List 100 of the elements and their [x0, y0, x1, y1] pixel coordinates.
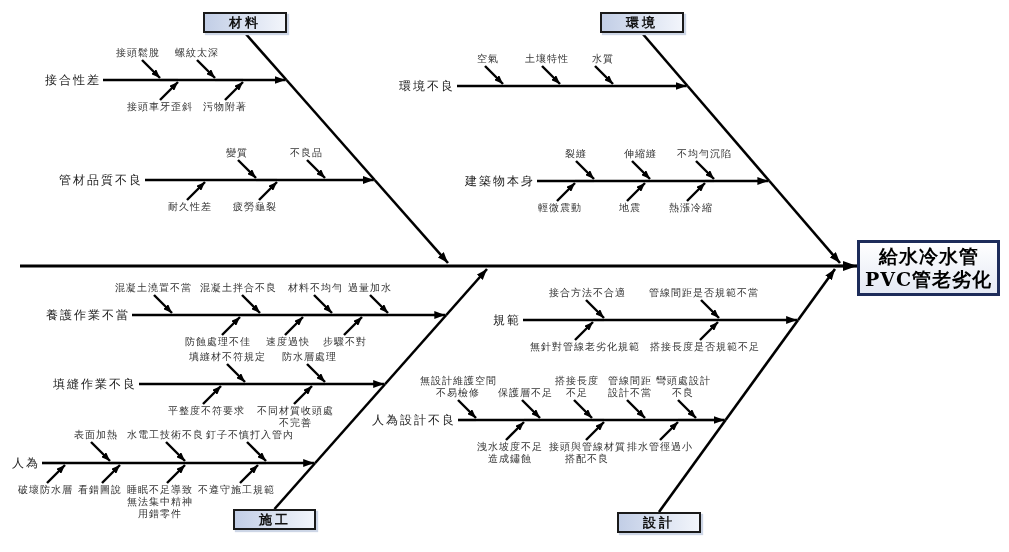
sub-cause-label: 接頭車牙歪斜: [127, 101, 193, 113]
branch-line: [650, 179, 705, 183]
arrow: [306, 159, 326, 179]
branch-arrow: [325, 380, 385, 388]
branch-arrow: [388, 311, 446, 319]
arrow: [241, 294, 261, 314]
branch-line: [718, 318, 719, 322]
sub-cause-label: 不同材質收頭處不完善: [255, 405, 335, 429]
arrow: [457, 399, 477, 419]
cause-label: 管材品質不良: [59, 173, 143, 187]
arrow: [541, 65, 561, 85]
bone-arrow: [797, 268, 837, 321]
sub-cause-label: 熱漲冷縮: [669, 202, 713, 214]
arrow: [90, 441, 111, 462]
branch-line: [575, 179, 594, 183]
cause-label: 環境不良: [399, 79, 455, 93]
sub-cause-label: 無設計維護空間不易檢修: [418, 375, 498, 399]
branch-arrow: [613, 82, 687, 90]
arrow: [226, 363, 246, 383]
sub-cause-label: 變質: [226, 147, 248, 159]
arrow: [521, 399, 541, 419]
branch-line: [458, 418, 476, 422]
sub-cause-label: 速度過快: [266, 336, 310, 348]
spine-line: [835, 264, 840, 268]
sub-cause-label: 輕微震動: [538, 202, 582, 214]
sub-cause-label: 搭接長度是否規範不足: [650, 341, 760, 353]
sub-cause-label: 無針對管線老劣化規範: [530, 341, 640, 353]
branch-line: [245, 382, 312, 386]
branch-line: [303, 313, 332, 317]
sub-cause-label: 接頭鬆脫: [116, 47, 160, 59]
arrow: [573, 399, 593, 419]
sub-cause-label: 填縫材不符規定: [188, 351, 266, 363]
arrow: [695, 160, 715, 180]
bone-line: [724, 319, 800, 421]
arrow: [186, 181, 206, 201]
branch-line: [593, 318, 604, 322]
branch-line: [132, 313, 172, 317]
sub-cause-label: 水電工技術不良: [126, 429, 204, 441]
branch-line: [457, 84, 503, 88]
bone-arrow: [373, 179, 449, 264]
arrow: [165, 441, 186, 462]
arrow: [585, 421, 605, 441]
cause-label: 養護作業不當: [46, 308, 130, 322]
branch-line: [476, 418, 524, 422]
arrow: [594, 65, 614, 85]
arrow: [221, 316, 241, 336]
branch-line: [332, 313, 362, 317]
sub-cause-label: 污物附著: [203, 101, 247, 113]
arrow: [626, 399, 646, 419]
branch-line: [256, 178, 277, 182]
arrow: [369, 294, 389, 314]
sub-cause-label: 管線間距設計不當: [607, 375, 653, 399]
branch-line: [645, 179, 650, 183]
sub-cause-label: 空氣: [477, 53, 499, 65]
branch-line: [240, 313, 260, 317]
branch-line: [705, 179, 714, 183]
arrow: [284, 316, 304, 336]
arrow: [237, 159, 257, 179]
sub-cause-label: 伸縮縫: [623, 148, 657, 160]
sub-cause-label: 不均勻沉陷: [676, 148, 732, 160]
cause-label: 人為設計不良: [372, 413, 456, 427]
arrow: [484, 65, 504, 85]
arrow: [686, 182, 706, 202]
sub-cause-label: 看錯圖說: [78, 484, 122, 496]
bone-line: [244, 32, 288, 81]
branch-line: [65, 461, 110, 465]
sub-cause-label: 防蝕處理不佳: [185, 336, 251, 348]
arrow: [574, 321, 594, 341]
branch-line: [139, 382, 221, 386]
branch-line: [185, 461, 258, 465]
branch-line: [221, 382, 245, 386]
branch-line: [645, 418, 678, 422]
arrow: [306, 363, 326, 383]
sub-cause-label: 混凝土拌合不良: [199, 282, 277, 294]
sub-cause-label: 保護層不足: [497, 387, 553, 399]
sub-cause-label: 混凝土澆置不當: [114, 282, 192, 294]
spine-arrow: [840, 261, 857, 271]
branch-line: [42, 461, 65, 465]
bone-line: [686, 85, 771, 182]
arrow: [202, 385, 222, 405]
arrow: [585, 299, 605, 319]
sub-cause-label: 排水管徑過小: [627, 441, 693, 453]
bone-line: [641, 32, 689, 87]
branch-line: [523, 318, 593, 322]
sub-cause-label: 釘子不慎打入管內: [206, 429, 294, 441]
sub-cause-label: 不良品: [289, 147, 323, 159]
sub-cause-label: 睡眠不足導致無法集中精神用錯零件: [126, 484, 194, 520]
bone-line: [273, 462, 317, 510]
arrow: [101, 464, 121, 484]
bone-line: [285, 79, 376, 181]
arrow: [556, 182, 576, 202]
branch-line: [524, 418, 540, 422]
branch-line: [592, 418, 604, 422]
arrow: [159, 81, 179, 101]
effect-box: 給水冷水管PVC管老劣化: [857, 240, 1000, 296]
arrow: [313, 294, 333, 314]
sub-cause-label: 耐久性差: [168, 201, 212, 213]
sub-cause-label: 防水層處理: [281, 351, 337, 363]
sub-cause-label: 不遵守施工規範: [197, 484, 275, 496]
spine-line: [487, 264, 835, 268]
